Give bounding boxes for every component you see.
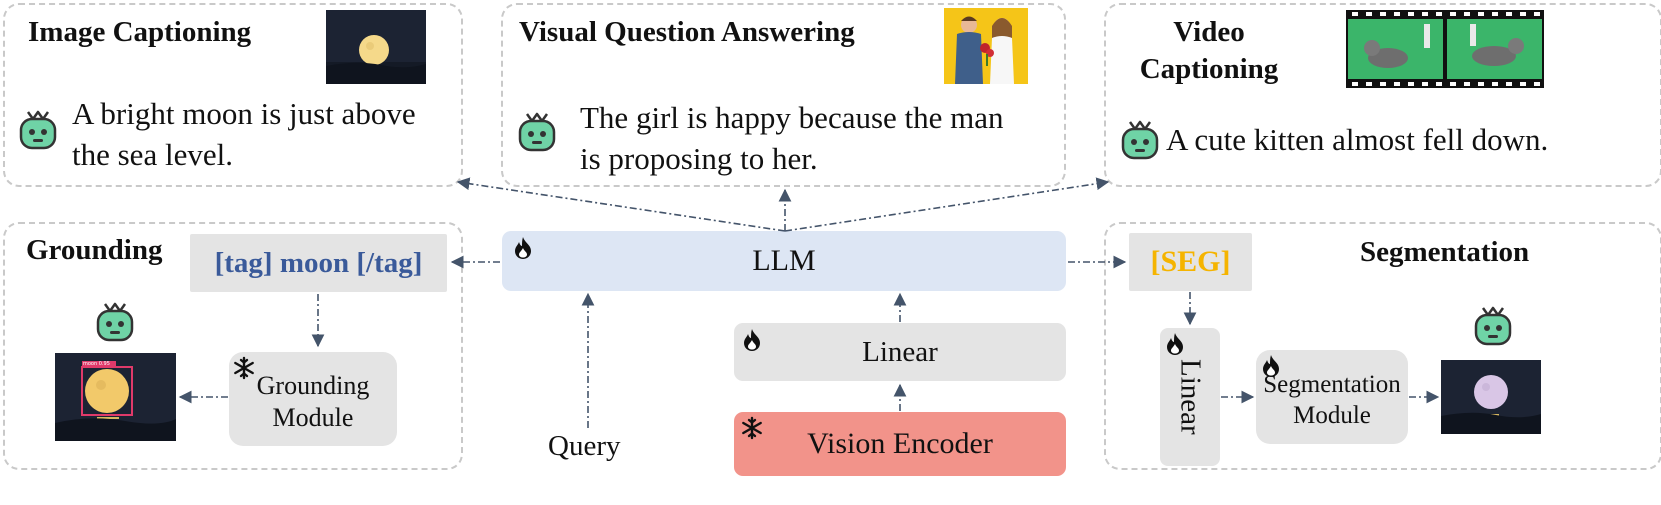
video-captioning-answer: A cute kitten almost fell down. xyxy=(1166,122,1549,157)
robot-icon xyxy=(1121,120,1159,160)
flame-icon xyxy=(1167,333,1183,355)
tag-output-text: [tag] moon [/tag] xyxy=(214,246,423,279)
couple-thumbnail xyxy=(944,8,1028,84)
flame-icon xyxy=(744,329,760,351)
grounding-title: Grounding xyxy=(26,234,163,266)
detection-label: moon 0.95 xyxy=(83,361,110,367)
vision-encoder-label: Vision Encoder xyxy=(807,427,993,460)
segmentation-module-box: Segmentation Module xyxy=(1256,350,1408,444)
robot-icon xyxy=(518,112,556,152)
grounding-panel xyxy=(3,222,463,470)
segmented-moon-image xyxy=(1441,360,1541,434)
llm-box: LLM xyxy=(502,231,1066,291)
vision-encoder-box: Vision Encoder xyxy=(734,412,1066,476)
vqa-panel xyxy=(501,3,1066,187)
robot-icon xyxy=(96,302,134,342)
snowflake-icon xyxy=(742,416,762,440)
segmentation-title: Segmentation xyxy=(1360,236,1530,268)
video-captioning-title: Video Captioning xyxy=(1139,16,1279,86)
flame-icon xyxy=(515,237,531,259)
grounding-module-label: Grounding Module xyxy=(256,370,370,433)
snowflake-icon xyxy=(234,356,254,380)
image-captioning-answer: A bright moon is just above the sea leve… xyxy=(72,96,416,172)
query-label: Query xyxy=(548,430,621,462)
seg-token-box: [SEG] xyxy=(1129,233,1252,291)
moon-thumbnail xyxy=(326,10,426,84)
seg-token-text: [SEG] xyxy=(1150,245,1231,278)
linear-box: Linear xyxy=(734,323,1066,381)
segmentation-linear-label: Linear xyxy=(1174,359,1207,435)
tag-output-box: [tag] moon [/tag] xyxy=(190,234,447,292)
arrow-llm-to-image-captioning xyxy=(456,177,786,232)
vqa-answer: The girl is happy because the man is pro… xyxy=(580,100,1004,176)
video-filmstrip xyxy=(1346,10,1544,88)
vqa-title: Visual Question Answering xyxy=(519,16,855,48)
image-captioning-title: Image Captioning xyxy=(28,16,252,48)
linear-label: Linear xyxy=(862,335,938,368)
grounding-module-box: Grounding Module xyxy=(229,352,397,446)
llm-label: LLM xyxy=(752,244,816,277)
arrow-llm-to-video-captioning xyxy=(784,177,1110,232)
robot-icon xyxy=(19,110,57,150)
segmentation-module-label: Segmentation Module xyxy=(1263,370,1401,429)
flame-icon xyxy=(1263,355,1279,377)
grounded-moon-image: moon 0.95 xyxy=(55,353,176,441)
image-captioning-panel xyxy=(3,3,463,187)
robot-icon xyxy=(1474,306,1512,346)
